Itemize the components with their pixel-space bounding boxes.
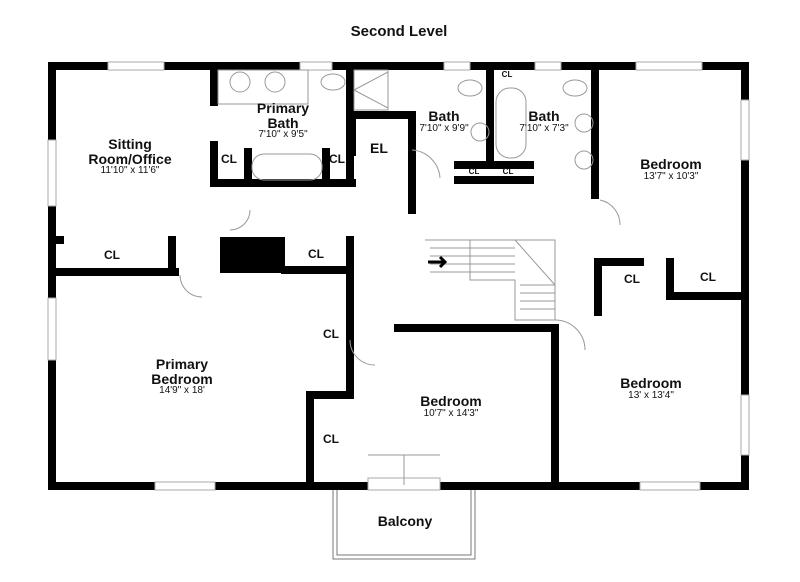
room-elevator: EL	[370, 140, 388, 156]
closet-label: CL	[323, 432, 339, 446]
room-dimensions: 11'10" x 11'6"	[100, 165, 160, 177]
room-bath-2: Bath 7'10" x 7'3"	[519, 109, 568, 134]
room-bedroom-ne: Bedroom 13'7" x 10'3"	[640, 157, 701, 182]
fixtures	[179, 69, 621, 485]
room-name: Bedroom	[151, 370, 213, 387]
room-balcony: Balcony	[377, 513, 433, 529]
closet-label: CL	[221, 152, 237, 166]
room-primary-bedroom: Primary Bedroom 14'9" x 18'	[151, 357, 212, 397]
room-dimensions: 10'7" x 14'3"	[423, 407, 479, 419]
room-name: Bedroom	[620, 375, 682, 391]
room-dimensions: 13' x 13'4"	[628, 389, 674, 401]
room-dimensions: 14'9" x 18'	[159, 385, 205, 397]
closet-label: CL	[501, 70, 513, 79]
room-bath-1: Bath 7'10" x 9'9"	[419, 109, 468, 134]
room-name: Bedroom	[420, 393, 482, 409]
closet-label: CL	[104, 248, 120, 262]
stair-arrow-icon	[428, 255, 448, 269]
room-name: Bath	[428, 108, 460, 124]
chimney	[220, 237, 285, 273]
closet-label: CL	[468, 167, 480, 176]
closet-label: CL	[323, 327, 339, 341]
windows	[47, 61, 750, 491]
room-dimensions: 7'10" x 7'3"	[519, 122, 569, 134]
room-name: Bedroom	[640, 156, 702, 172]
room-dimensions: 13'7" x 10'3"	[643, 170, 699, 182]
room-sitting: Sitting Room/Office 11'10" x 11'6"	[88, 137, 171, 177]
interior-walls	[48, 62, 749, 484]
room-name: Bath	[528, 108, 560, 124]
room-name: Room/Office	[88, 150, 172, 167]
room-dimensions: 7'10" x 9'5"	[258, 129, 308, 141]
room-name: Bath	[267, 114, 299, 131]
room-bedroom-mid: Bedroom 10'7" x 14'3"	[420, 394, 481, 419]
room-name: Primary	[256, 100, 310, 116]
closet-label: CL	[624, 272, 640, 286]
room-dimensions: 7'10" x 9'9"	[419, 122, 469, 134]
closet-label: CL	[502, 167, 514, 176]
floor-title: Second Level	[350, 23, 448, 40]
room-bedroom-se: Bedroom 13' x 13'4"	[620, 376, 681, 401]
room-primary-bath: Primary Bath 7'10" x 9'5"	[257, 101, 309, 141]
closet-label: CL	[700, 270, 716, 284]
room-name: Sitting	[108, 136, 152, 152]
room-name: Primary	[155, 356, 209, 372]
closet-label: CL	[308, 247, 324, 261]
closet-label: CL	[329, 152, 345, 166]
